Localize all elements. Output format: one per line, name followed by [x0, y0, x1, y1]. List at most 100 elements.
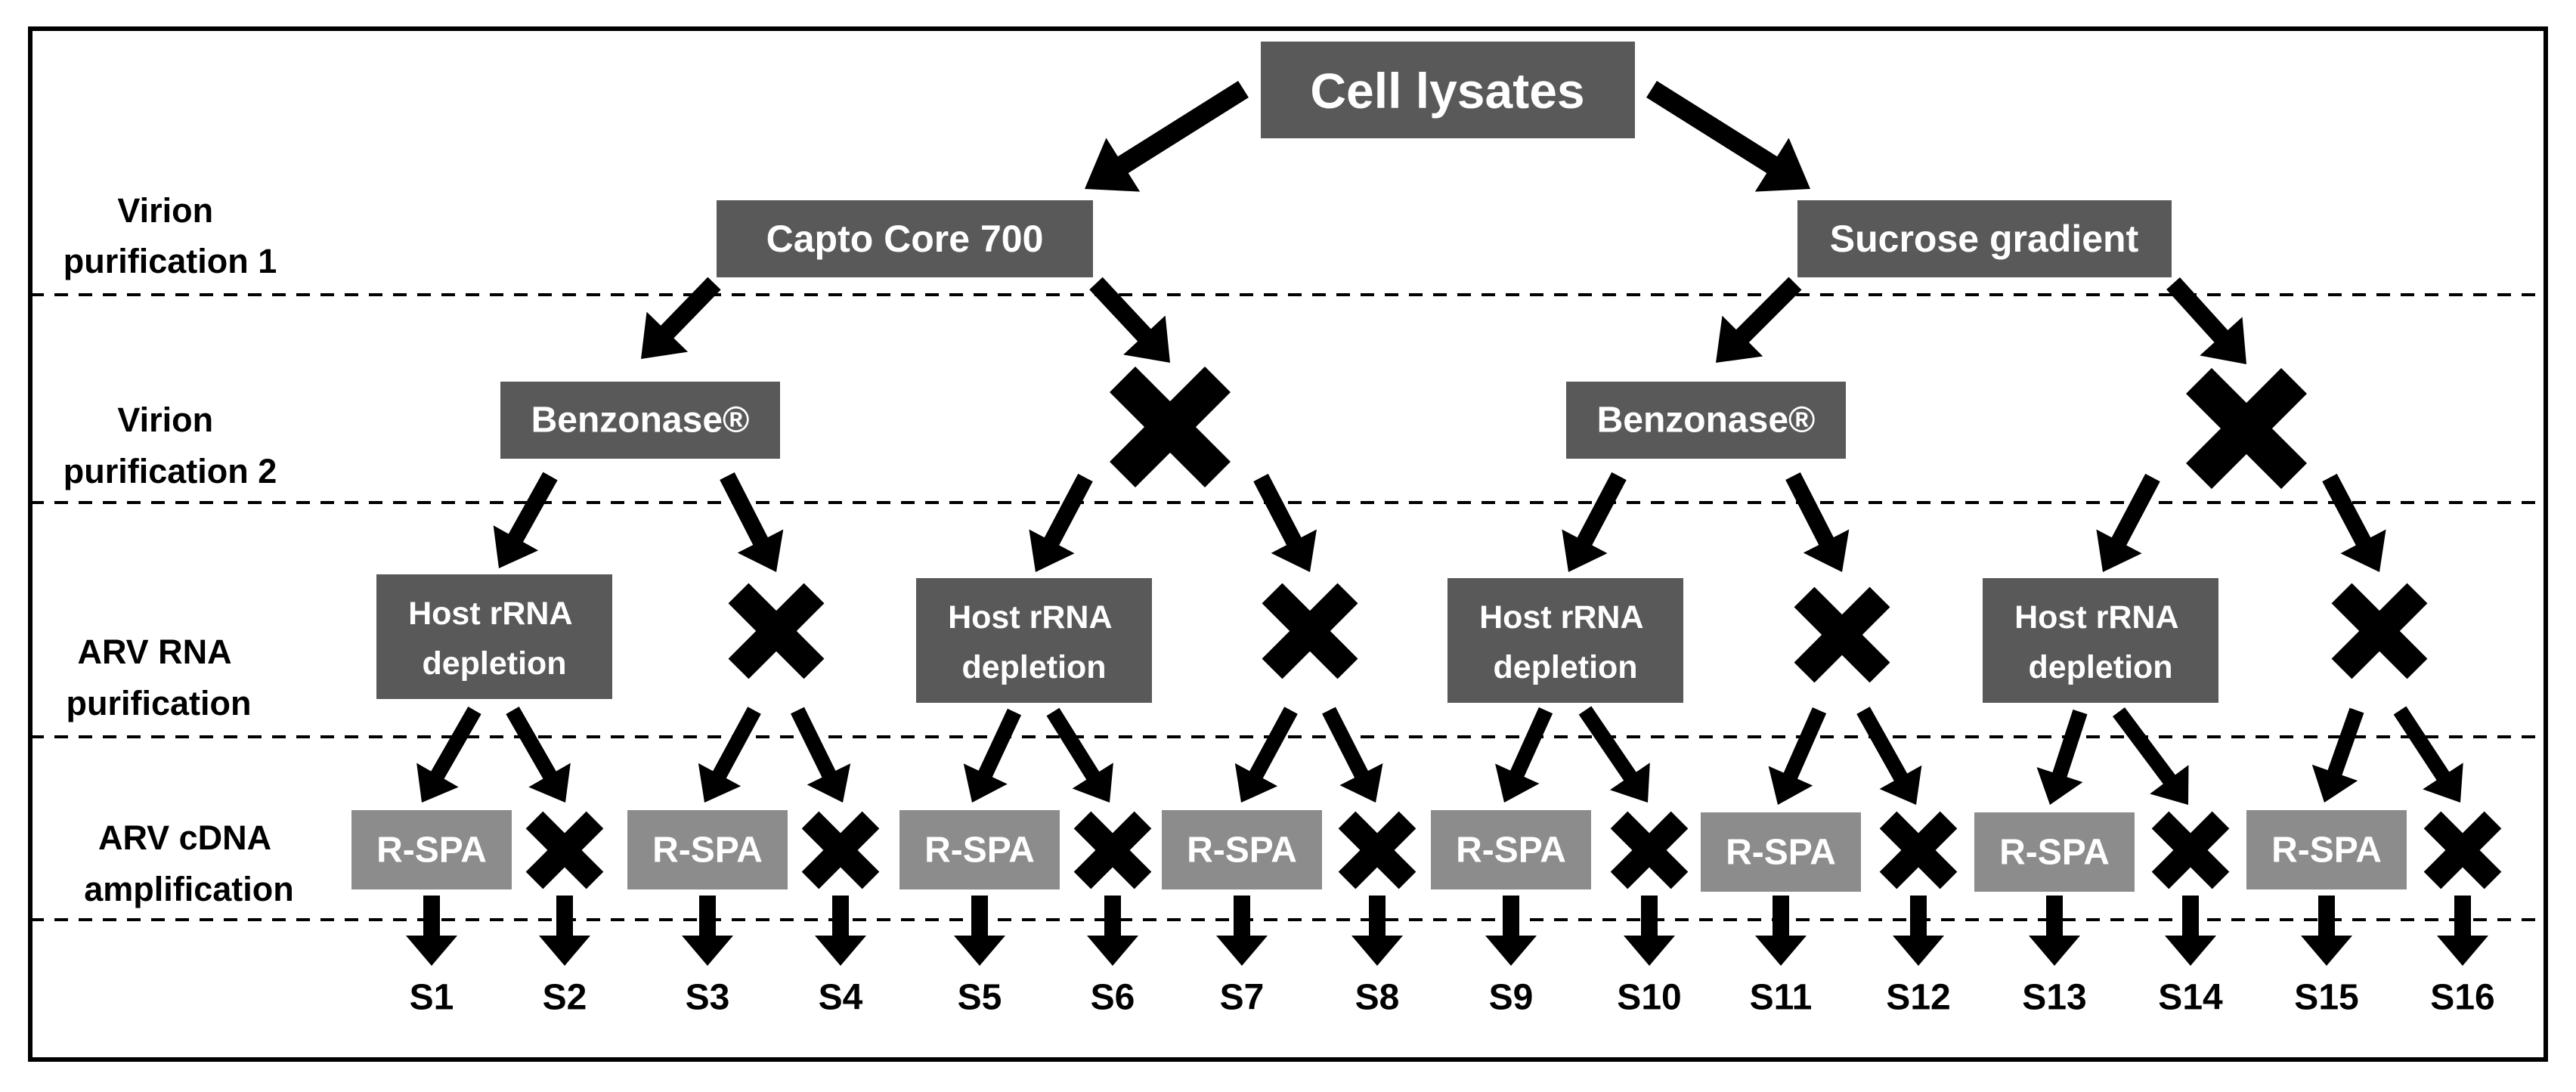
arrow-icon-l3-16-shaft [2393, 706, 2451, 782]
arrow-icon-l3-12-shaft [1856, 707, 1909, 782]
host-rrna-depletion-box-2 [916, 578, 1152, 703]
x-mark-icon-small-5-stroke-2 [1610, 811, 1689, 889]
arrow-icon-l2-2-head [737, 529, 784, 572]
arrow-icon-l3-6 [1046, 707, 1113, 803]
x-mark-icon-medium-1-stroke-2 [728, 583, 825, 679]
arrow-icon-l2-1 [493, 472, 558, 568]
sample-label-s4: S4 [819, 978, 863, 1018]
cell-lysates-box [1261, 42, 1635, 138]
rspa-label-8: R-SPA [2271, 831, 2382, 871]
arrow-icon-down-s12-head [1893, 936, 1944, 966]
sample-label-s7: S7 [1220, 978, 1265, 1018]
arrow-icon-l3-7-head [1234, 763, 1278, 803]
rspa-box-8 [2246, 810, 2407, 889]
stage-label-virion-purification-2: Virion purification 2 [63, 401, 277, 490]
arrow-icon-l2-2 [720, 472, 784, 572]
arrow-icon-capto-left [641, 277, 721, 359]
x-mark-icon-large-1-stroke-2 [1110, 367, 1231, 487]
rspa-box-2 [627, 810, 788, 889]
stage-label-arv-cdna-amplification: ARV cDNA amplification [84, 818, 294, 908]
arrow-icon-capto-right-shaft [1089, 277, 1153, 343]
sample-label-s8: S8 [1355, 978, 1400, 1018]
arrow-icon-l3-12 [1856, 707, 1922, 805]
x-mark-icon-medium-2 [1262, 583, 1358, 679]
arrow-icon-sucrose-right [2166, 277, 2246, 364]
arrow-icon-l2-4 [1253, 473, 1317, 572]
arrow-icon-l3-5-head [963, 763, 1008, 803]
arrow-icon-l3-4-head [807, 763, 851, 803]
arrow-icon-root-left-head [1085, 138, 1141, 192]
arrows-layer [406, 80, 2488, 966]
arrow-icon-capto-left-shaft [659, 277, 721, 339]
rspa-box-6 [1701, 812, 1861, 892]
x-mark-icon-small-5 [1610, 811, 1689, 889]
sample-label-s2: S2 [543, 978, 587, 1018]
arrow-icon-l2-8 [2322, 473, 2386, 572]
host-rrna-depletion-label-3: Host rRNA depletion [1479, 599, 1652, 685]
rspa-label-3: R-SPA [924, 831, 1035, 871]
x-mark-icon-large-1 [1110, 367, 1231, 487]
arrow-icon-down-s9-head [1485, 936, 1537, 966]
rspa-label-7: R-SPA [1999, 833, 2110, 873]
arrow-icon-l3-4 [791, 707, 851, 803]
rspa-label-4: R-SPA [1187, 831, 1297, 871]
arrow-icon-l2-8-head [2340, 529, 2386, 572]
arrow-icon-down-s1-head [406, 936, 457, 966]
arrow-icon-l3-8 [1322, 707, 1383, 803]
arrow-icon-l2-7 [2096, 473, 2160, 572]
arrow-icon-l3-10-shaft [1578, 706, 1637, 782]
arrow-icon-down-s8 [1351, 896, 1403, 966]
x-mark-icon-small-4-stroke-2 [1338, 811, 1416, 889]
arrow-icon-l2-7-shaft [2110, 473, 2160, 547]
arrow-icon-l3-2-shaft [506, 707, 557, 781]
arrow-icon-l3-6-shaft [1046, 707, 1101, 781]
arrow-icon-down-s8-head [1351, 936, 1403, 966]
arrow-icon-l3-11-shaft [1782, 707, 1827, 781]
arrow-icon-l3-13-shaft [2051, 709, 2088, 779]
x-mark-icon-small-2-stroke-2 [801, 811, 880, 889]
host-rrna-depletion-label-1: Host rRNA depletion [408, 595, 581, 682]
arrow-icon-l2-8-shaft [2322, 473, 2372, 547]
arrow-icon-l2-3-shaft [1043, 473, 1093, 547]
x-mark-icon-small-8 [2423, 811, 2502, 889]
arrow-icon-sucrose-right-head [2200, 317, 2246, 364]
sample-label-s10: S10 [1617, 978, 1681, 1018]
x-mark-icon-medium-1 [728, 583, 825, 679]
rspa-box-1 [351, 810, 512, 889]
sample-label-s15: S15 [2294, 978, 2358, 1018]
arrow-icon-l2-4-head [1271, 529, 1317, 572]
arrow-icon-down-s3-head [682, 936, 733, 966]
arrow-icon-capto-right-head [1123, 315, 1170, 363]
x-mark-icon-small-2 [801, 811, 880, 889]
arrow-icon-l3-14 [2112, 707, 2189, 805]
x-mark-icon-small-7 [2151, 811, 2230, 889]
arrow-icon-l2-6-head [1803, 529, 1850, 572]
arrow-icon-down-s7 [1216, 896, 1268, 966]
arrow-icon-down-s9 [1485, 896, 1537, 966]
arrow-icon-down-s5 [954, 896, 1005, 966]
arrow-icon-l3-1 [416, 707, 481, 803]
host-rrna-depletion-label-4: Host rRNA depletion [2014, 599, 2187, 685]
x-mark-icon-small-1-stroke-2 [525, 811, 604, 889]
arrow-icon-capto-right [1089, 277, 1170, 363]
stage-label-virion-purification-1: Virion purification 1 [63, 191, 277, 280]
arrow-icon-root-left [1085, 80, 1249, 192]
arrow-icon-root-right-head [1754, 138, 1810, 192]
arrow-icon-l3-5-shaft [977, 708, 1022, 778]
arrow-icon-l2-6 [1785, 472, 1850, 572]
arrow-icon-down-s12 [1893, 896, 1944, 966]
arrow-icon-l2-5-shaft [1576, 472, 1627, 547]
arrow-icon-l3-15 [2311, 707, 2364, 803]
sample-label-s6: S6 [1091, 978, 1135, 1018]
arrow-icon-down-s2-head [539, 936, 590, 966]
arrow-icon-down-s11 [1755, 896, 1807, 966]
sample-label-s13: S13 [2022, 978, 2086, 1018]
sucrose-gradient-box [1797, 200, 2172, 277]
arrow-icon-l3-1-shaft [430, 707, 481, 781]
arrow-icon-down-s16 [2437, 896, 2488, 966]
rspa-box-7 [1974, 812, 2135, 892]
x-mark-icon-medium-4-stroke-2 [2331, 583, 2428, 679]
arrow-icon-l3-3 [698, 707, 761, 803]
sample-label-s1: S1 [410, 978, 454, 1018]
sample-label-s16: S16 [2430, 978, 2494, 1018]
